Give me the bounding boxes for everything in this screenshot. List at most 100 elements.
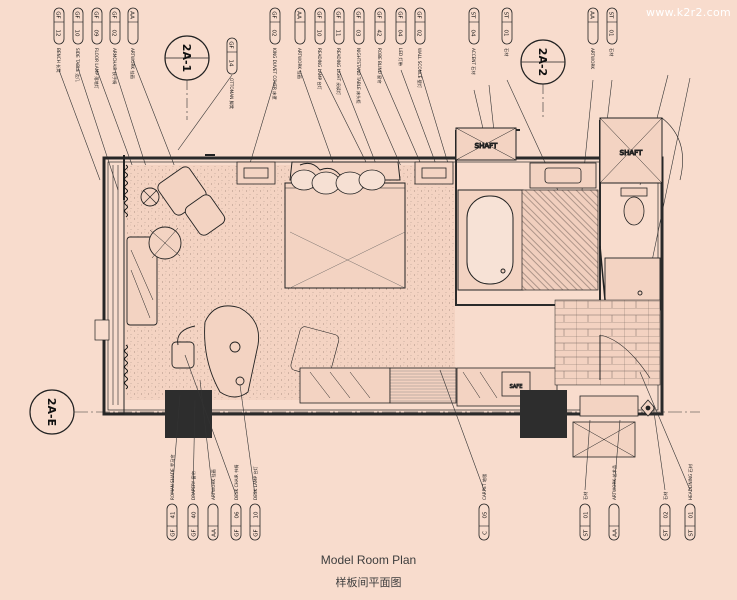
top-leader-lines bbox=[58, 59, 691, 291]
shaft-label-1: SHAFT bbox=[475, 142, 498, 150]
tag-ref: AA bbox=[613, 529, 619, 537]
tag-label: 石材 bbox=[662, 492, 669, 500]
section-label-2a-e: 2A-E bbox=[45, 398, 58, 426]
tag-badge: GF 10 bbox=[249, 503, 261, 541]
tag-ref: GF bbox=[254, 529, 260, 536]
tag-label: DESK CHAIR 书椅 bbox=[233, 465, 240, 500]
tag-ref: C bbox=[483, 531, 489, 535]
plan-title: Model Room Plan bbox=[320, 553, 417, 567]
tag-ref: GF bbox=[335, 11, 341, 18]
tag-badge: AA bbox=[294, 7, 306, 45]
armchair-group bbox=[140, 166, 226, 260]
watermark: www.k2r2.com bbox=[646, 6, 731, 19]
window-wall bbox=[94, 155, 125, 415]
tag-badge: GF 09 bbox=[91, 7, 103, 45]
tag-label: 石材 bbox=[503, 48, 510, 56]
tag-label: ARTWORK 挂画 bbox=[129, 48, 136, 79]
tag-ref: ST bbox=[608, 12, 614, 19]
tag-number: 12 bbox=[55, 30, 61, 37]
tag-label: ACCENT 石材 bbox=[470, 48, 477, 75]
tag-label: 石材 bbox=[608, 48, 615, 56]
tag-ref: GF bbox=[376, 11, 382, 18]
finish-tag: ST 01 石材 bbox=[501, 7, 513, 56]
tag-number: 10 bbox=[74, 30, 80, 37]
shaft-right: SHAFT bbox=[599, 117, 683, 184]
tag-number: 02 bbox=[271, 30, 277, 37]
vanity bbox=[529, 162, 597, 189]
tag-label: ARMCHAIR 扶手椅 bbox=[111, 48, 118, 84]
tag-ref: GF bbox=[55, 11, 61, 18]
tag-number: 01 bbox=[608, 30, 614, 37]
column-right bbox=[520, 390, 567, 438]
tag-label: DESK LAMP 台灯 bbox=[252, 465, 259, 500]
shaft-top: SHAFT bbox=[455, 127, 517, 161]
entry-floor-tiles bbox=[554, 299, 661, 386]
section-label-2a-1: 2A-1 bbox=[180, 44, 193, 72]
section-label-2a-2: 2A-2 bbox=[536, 48, 549, 76]
tag-ref: ST bbox=[664, 529, 670, 536]
tag-number: 10 bbox=[254, 511, 260, 518]
finish-tag: GF 10 DESK LAMP 台灯 bbox=[249, 465, 261, 541]
tag-ref: GF bbox=[171, 529, 177, 536]
finish-tag: AA ARTWORK 挂画 bbox=[207, 469, 219, 541]
tag-label: DRAPERY 窗帘 bbox=[190, 471, 197, 500]
tag-label: ARTWORK 挂画 bbox=[296, 48, 303, 79]
tag-ref: GF bbox=[93, 11, 99, 18]
tag-ref: AA bbox=[212, 529, 218, 537]
tag-ref: AA bbox=[129, 11, 135, 19]
tag-badge: ST 01 bbox=[501, 7, 513, 45]
tag-number: 05 bbox=[483, 511, 489, 518]
tag-ref: AA bbox=[589, 11, 595, 19]
tag-label: HEADLINING 石材 bbox=[687, 464, 694, 500]
tag-number: 06 bbox=[235, 511, 241, 518]
nightstands bbox=[236, 161, 454, 185]
tag-number: 01 bbox=[503, 30, 509, 37]
tag-badge: AA bbox=[207, 503, 219, 541]
bathroom-floor-herringbone bbox=[521, 189, 599, 291]
bottom-leader-lines bbox=[171, 354, 691, 496]
tag-number: 01 bbox=[584, 512, 590, 519]
tag-ref: ST bbox=[584, 529, 590, 536]
tag-ref: GF bbox=[111, 11, 117, 18]
curtains bbox=[124, 164, 128, 390]
tag-number: 14 bbox=[228, 60, 234, 67]
tag-number: 04 bbox=[397, 30, 403, 37]
section-mark-2a-e: 2A-E bbox=[29, 389, 700, 435]
tag-ref: ST bbox=[503, 12, 509, 19]
tag-label: ROMAN SHADE 罗马帘 bbox=[169, 454, 176, 500]
tag-ref: AA bbox=[296, 11, 302, 19]
tag-ref: ST bbox=[689, 529, 695, 536]
tag-number: 42 bbox=[376, 30, 382, 37]
tag-label: ARTWORK 挂画 bbox=[210, 469, 217, 500]
tag-badge: GF 42 bbox=[374, 7, 386, 45]
tag-number: 40 bbox=[192, 511, 198, 518]
tag-label: READING LIGHT 阅读灯 bbox=[335, 48, 342, 96]
tag-number: 09 bbox=[93, 30, 99, 37]
tag-label: SIDE TABLE 边几 bbox=[74, 48, 81, 83]
tag-ref: GF bbox=[228, 41, 234, 48]
